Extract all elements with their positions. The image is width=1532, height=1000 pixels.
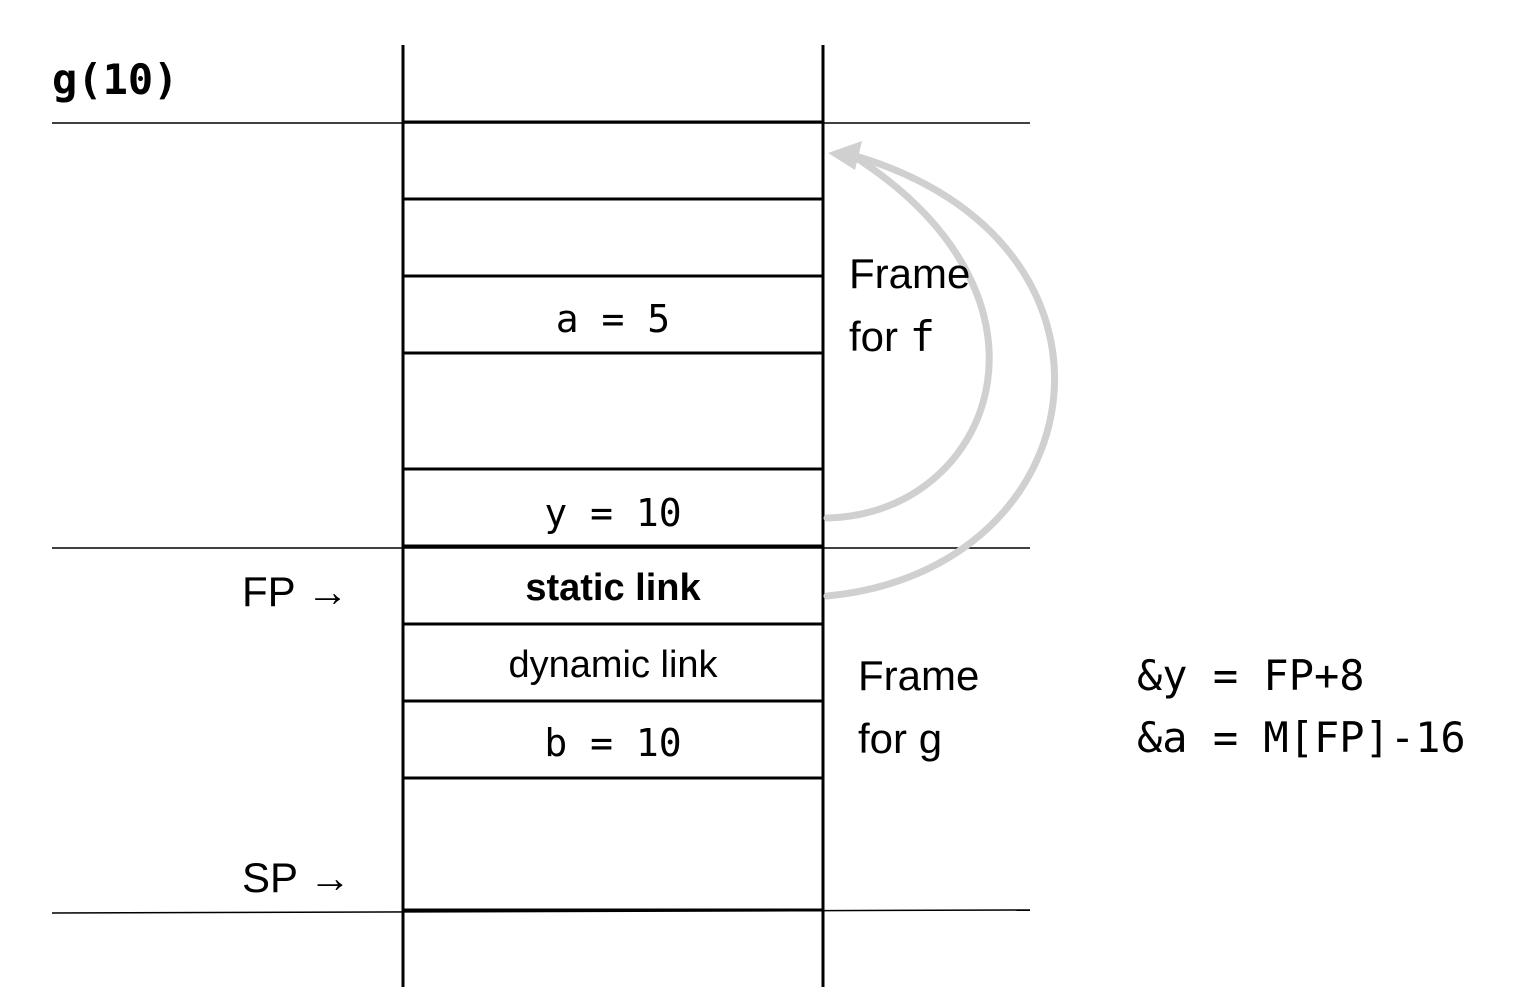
address-y: &y = FP+8 [1137,651,1365,700]
address-a: &a = M[FP]-16 [1137,713,1466,762]
stack-cell-dividers [403,120,823,912]
cell-y: y = 10 [544,491,681,535]
cell-dynamic-link: dynamic link [508,644,718,686]
frame-f-label: Frame for f [849,250,982,361]
call-title: g(10) [52,55,178,104]
static-link-arrows [823,141,1058,600]
arc-from-static-link [823,151,1058,600]
arc-arrowhead-icon [828,141,862,170]
cell-static-link: static link [525,567,701,609]
cell-a: a = 5 [556,297,670,341]
cell-b: b = 10 [544,721,681,765]
frame-g-label: Frame for g [858,652,991,762]
fp-pointer-label: FP → [242,568,349,615]
sp-pointer-label: SP → [242,854,351,901]
arc-from-y [823,151,993,522]
